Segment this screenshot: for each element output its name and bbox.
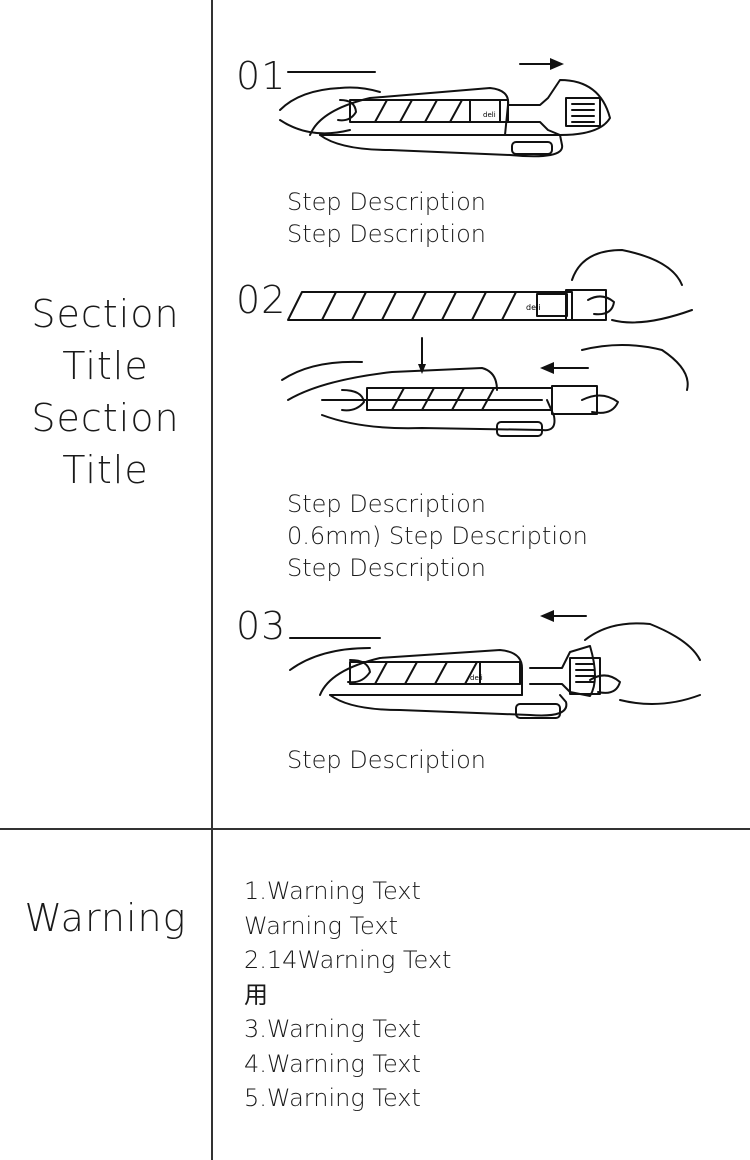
brand-logo-02: deli — [526, 303, 540, 312]
step-number-01: 01 — [236, 54, 287, 98]
step-01-description: Step Description Step Description — [287, 186, 486, 250]
step-03-line-1: Step Description — [287, 746, 486, 774]
warning-line-7: 5.Warning Text — [244, 1084, 421, 1112]
step-number-03: 03 — [236, 604, 287, 648]
section-title-line-1: Section Title — [31, 292, 180, 388]
step-03-illustration: deli — [289, 610, 701, 719]
step-02-line-2: 0.6mm) Step Description — [287, 522, 588, 550]
step-02-description: Step Description 0.6mm) Step Description… — [287, 488, 588, 584]
warning-line-5: 3.Warning Text — [244, 1015, 421, 1043]
horizontal-divider — [0, 828, 750, 830]
step-01-line-2: Step Description — [287, 220, 486, 248]
step-number-02: 02 — [236, 278, 287, 322]
warning-line-4: 用 — [244, 980, 268, 1009]
step-02-line-1: Step Description — [287, 490, 486, 518]
brand-logo-01: deli — [483, 111, 496, 119]
step-01-line-1: Step Description — [287, 188, 486, 216]
warning-line-2: Warning Text — [244, 911, 399, 940]
step-01-illustration: deli — [279, 58, 611, 158]
step-02-illustration: deli — [281, 249, 693, 437]
warning-title: Warning — [24, 896, 187, 940]
warning-line-3: 2.14Warning Text — [244, 946, 452, 974]
vertical-divider — [211, 0, 213, 1160]
section-title-warning: Warning — [0, 892, 211, 944]
warning-line-6: 4.Warning Text — [244, 1049, 421, 1078]
step-02-line-3: Step Description — [287, 554, 486, 582]
section-title-line-2: Section Title — [31, 396, 180, 492]
warning-line-1: 1.Warning Text — [244, 877, 421, 905]
section-title-blade-replacement: Section Title Section Title — [0, 288, 211, 496]
warning-list: 1.Warning Text Warning Text 2.14Warning … — [244, 874, 451, 1116]
brand-logo-03: deli — [470, 674, 483, 682]
step-03-description: Step Description — [287, 744, 486, 776]
